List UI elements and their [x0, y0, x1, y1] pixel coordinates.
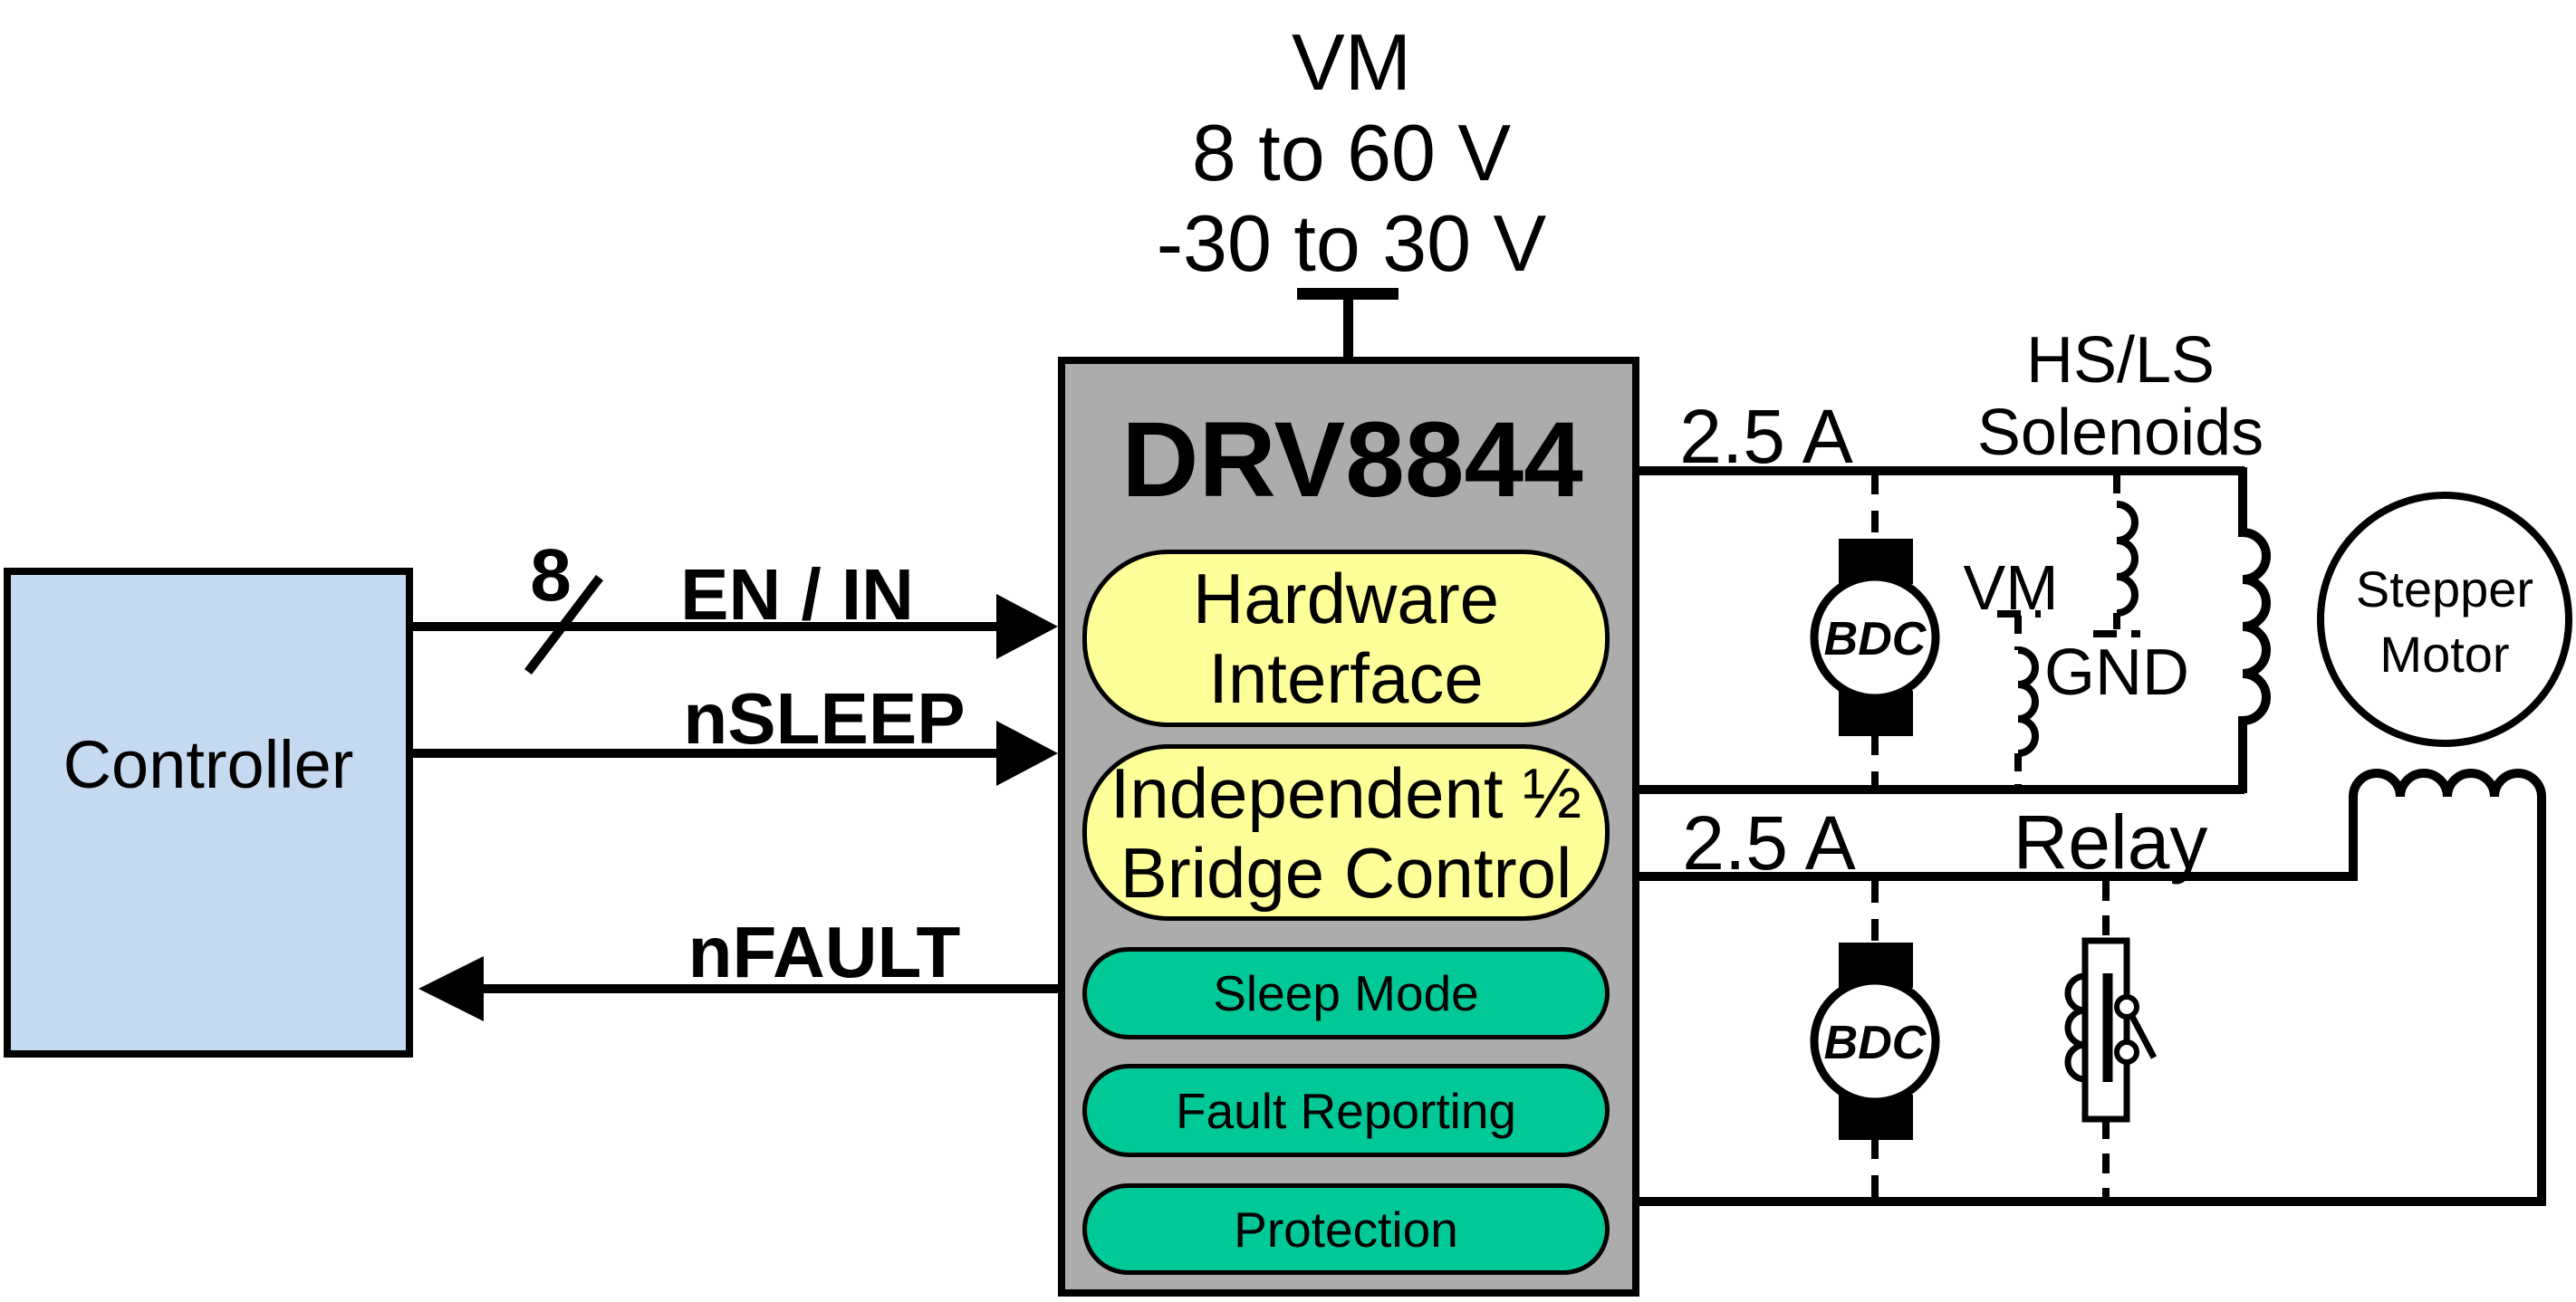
output2-current-label: 2.5 A	[1682, 800, 1856, 886]
bus-width-slash	[524, 574, 603, 675]
feature-line: Bridge Control	[1120, 832, 1572, 913]
nfault-label: nFAULT	[687, 912, 961, 992]
feature-line: Independent ½	[1110, 752, 1582, 833]
relay-label: Relay	[2013, 799, 2208, 885]
vm-net-label: VM	[1963, 552, 2059, 623]
solenoids-line1: HS/LS	[2025, 324, 2216, 397]
feature-line: Hardware	[1192, 559, 1500, 638]
stepper-motor-label: Stepper Motor	[2318, 557, 2571, 687]
relay-symbol	[2064, 881, 2158, 1199]
nsleep-arrow	[411, 721, 1058, 786]
supply-voltage-label: VM 8 to 60 V -30 to 30 V	[1080, 17, 1623, 289]
feature-sleep-mode: Sleep Mode	[1082, 947, 1610, 1039]
stepper-motor-circle	[2317, 492, 2572, 747]
feature-line: Interface	[1208, 638, 1484, 718]
bdc1-label: BDC	[1824, 613, 1927, 665]
bus-width-label: 8	[530, 534, 572, 617]
solenoids-label: HS/LS Solenoids	[1947, 324, 2293, 469]
power-supply-symbol	[1297, 288, 1399, 360]
solenoid-loop-wire	[1636, 466, 2271, 794]
bdc-motor-1-icon: BDC	[1810, 539, 1940, 736]
controller-block: Controller	[4, 568, 413, 1058]
feature-line: Protection	[1234, 1201, 1458, 1258]
output1-current-label: 2.5 A	[1679, 394, 1853, 479]
feature-hardware-interface: Hardware Interface	[1082, 550, 1610, 727]
feature-line: Fault Reporting	[1175, 1082, 1517, 1139]
bdc2-label: BDC	[1824, 1017, 1927, 1069]
en-in-label: EN / IN	[680, 554, 914, 635]
loop-solenoid-coil	[2238, 467, 2271, 793]
relay-loop-wire	[1636, 769, 2546, 1206]
stepper-line2: Motor	[2379, 626, 2510, 683]
stepper-coil	[2349, 769, 2546, 1201]
en-in-arrow	[411, 594, 1058, 659]
gnd-solenoid-coil	[2093, 475, 2140, 637]
supply-range-2: -30 to 30 V	[1156, 198, 1547, 288]
controller-label: Controller	[62, 727, 354, 802]
nfault-arrow	[418, 956, 1058, 1021]
chip-title: DRV8844	[1121, 400, 1583, 520]
bdc-motor-2-icon: BDC	[1810, 943, 1940, 1140]
stepper-line1: Stepper	[2355, 560, 2534, 617]
gnd-net-label: GND	[2044, 637, 2189, 709]
supply-net-name: VM	[1292, 17, 1411, 107]
feature-protection: Protection	[1082, 1183, 1610, 1275]
feature-half-bridge-control: Independent ½ Bridge Control	[1082, 744, 1610, 921]
solenoids-line2: Solenoids	[1976, 397, 2264, 469]
supply-range-1: 8 to 60 V	[1191, 108, 1512, 197]
vm-solenoid-coil	[1997, 610, 2041, 786]
feature-line: Sleep Mode	[1213, 965, 1479, 1021]
feature-fault-reporting: Fault Reporting	[1082, 1064, 1610, 1157]
nsleep-label: nSLEEP	[683, 678, 966, 759]
